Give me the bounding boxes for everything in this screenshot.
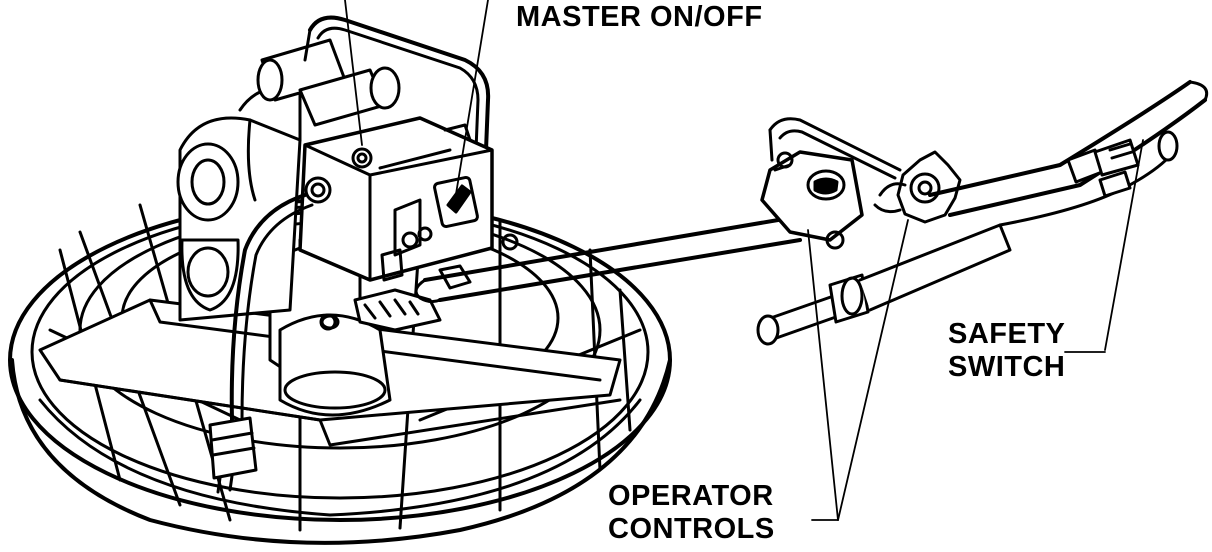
power-plug xyxy=(208,416,258,494)
safety-switch xyxy=(1066,138,1140,198)
callout-safety-line2: SWITCH xyxy=(948,351,1066,383)
callout-safety-switch: SAFETY SWITCH xyxy=(948,318,1065,384)
handle-bar xyxy=(928,80,1209,227)
callout-master-line1: MASTER ON/OFF xyxy=(516,1,763,33)
control-box xyxy=(298,116,494,282)
roll-bar xyxy=(303,15,491,152)
callout-operator-line2: CONTROLS xyxy=(608,513,775,545)
leader-lines xyxy=(344,0,1144,521)
callout-safety-line1: SAFETY xyxy=(948,318,1066,350)
control-pod xyxy=(760,150,864,250)
power-cable xyxy=(229,193,314,422)
linkage xyxy=(319,233,519,332)
motor xyxy=(176,86,302,322)
handle-shaft xyxy=(414,216,802,304)
star-knob xyxy=(873,150,962,224)
handle-loop xyxy=(768,117,902,180)
callout-master-on-off: MASTER ON/OFF xyxy=(516,1,763,34)
cylinders xyxy=(256,38,401,127)
callout-operator-controls: OPERATOR CONTROLS xyxy=(608,480,775,546)
callout-operator-line1: OPERATOR xyxy=(608,480,774,512)
handle-grips xyxy=(756,223,1012,346)
